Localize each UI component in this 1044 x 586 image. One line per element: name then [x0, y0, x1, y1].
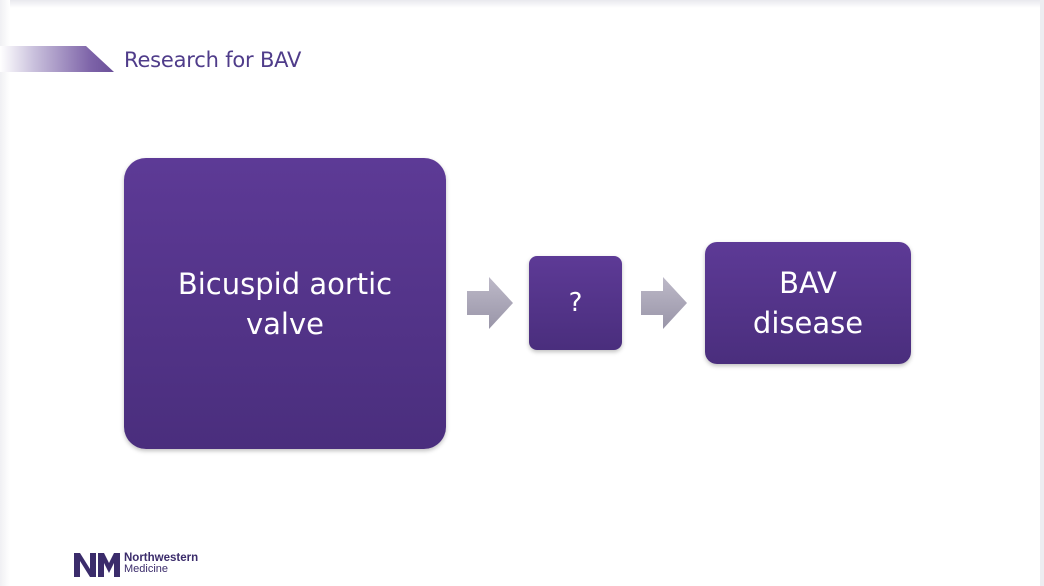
start-box-line2: valve: [245, 306, 324, 341]
unknown-step-box: ?: [529, 256, 622, 350]
northwestern-medicine-logo-mark: [74, 553, 120, 577]
end-box-line1: BAV: [779, 266, 837, 300]
unknown-step-label: ?: [568, 288, 583, 318]
bicuspid-aortic-valve-box: Bicuspid aortic valve: [124, 158, 446, 449]
arrow-right-icon: [641, 277, 687, 329]
frame-left: [0, 0, 10, 586]
title-accent-bar: [0, 46, 114, 72]
logo-name-line2: Medicine: [124, 563, 169, 575]
frame-right: [1040, 0, 1044, 586]
logo-name-line1: Northwestern: [124, 552, 199, 564]
frame-top: [0, 0, 1044, 8]
end-box-line2: disease: [752, 306, 864, 340]
northwestern-medicine-logo: Northwestern Medicine: [74, 551, 198, 577]
bav-disease-box: BAV disease: [705, 242, 911, 364]
arrow-right-icon: [467, 277, 513, 329]
start-box-line1: Bicuspid aortic: [177, 266, 393, 301]
slide-title: Research for BAV: [124, 48, 302, 72]
